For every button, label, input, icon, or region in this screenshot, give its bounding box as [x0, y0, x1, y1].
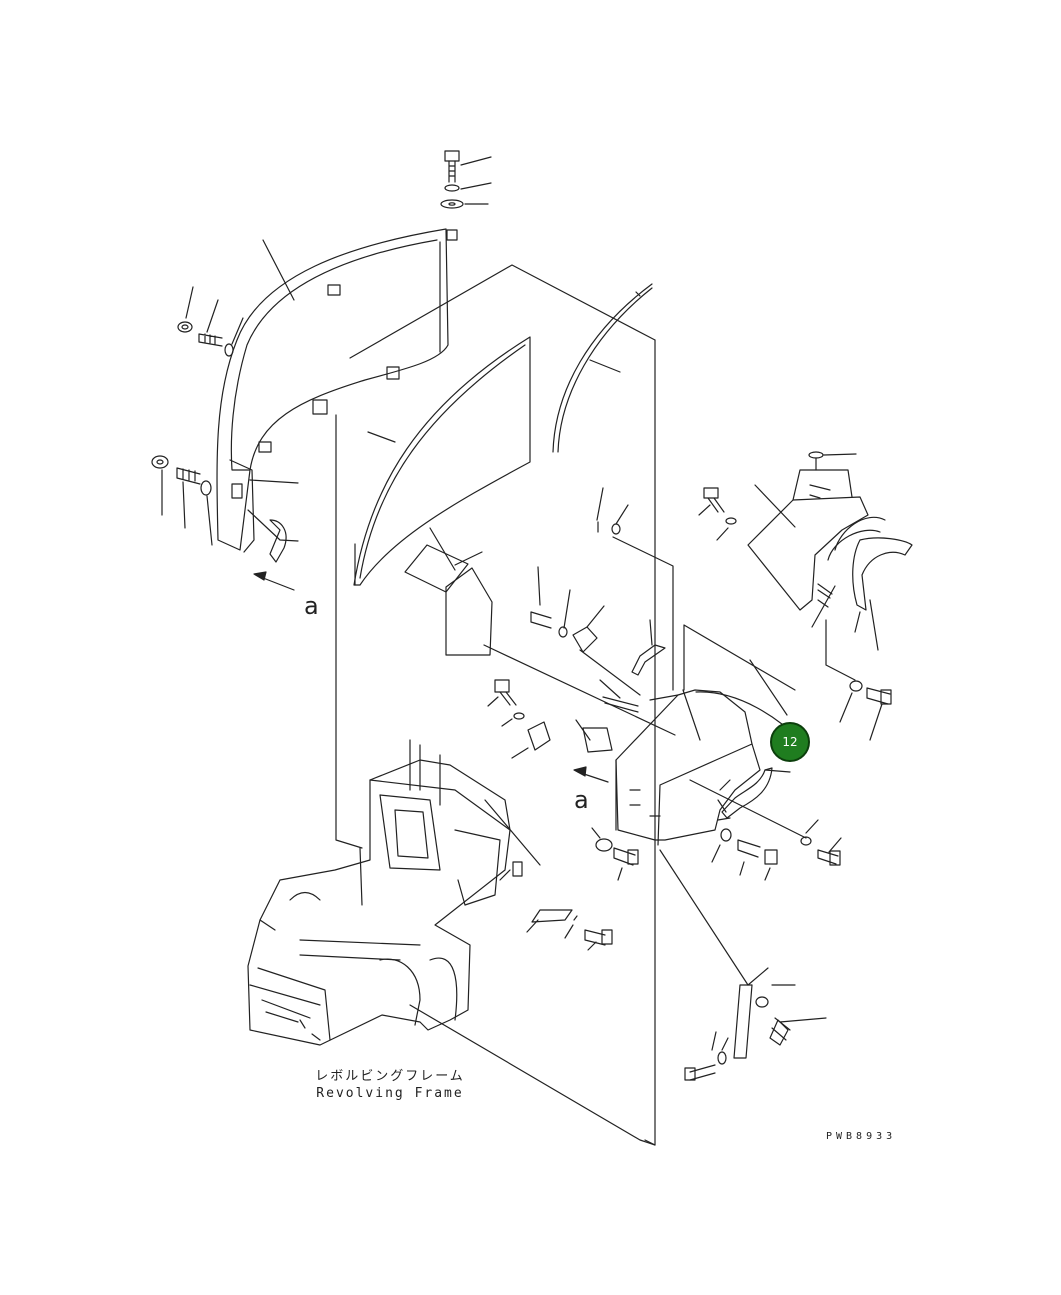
large-glass-panel	[353, 336, 531, 586]
drawing-code: PWB8933	[826, 1131, 897, 1142]
central-housing	[615, 624, 801, 846]
right-rubber-strip	[721, 767, 791, 819]
rubber-pads	[404, 527, 676, 736]
view-label-a-center: a	[574, 786, 589, 814]
lower-right-hardware	[591, 779, 842, 881]
left-hardware-lower	[151, 455, 213, 546]
revolving-frame	[247, 739, 613, 1046]
assembly-leader-lines	[335, 264, 656, 1146]
middle-hardware	[530, 487, 674, 713]
view-arrow-left-head	[253, 571, 267, 581]
frame-caption: レボルビングフレーム Revolving Frame	[300, 1068, 480, 1102]
view-arrow-center-head	[573, 766, 587, 777]
right-washer-bolt	[839, 680, 892, 741]
left-hardware-upper	[177, 286, 244, 357]
center-bolt-group	[487, 679, 613, 759]
frame-caption-en: Revolving Frame	[316, 1086, 464, 1101]
left-cover-panel	[216, 228, 449, 563]
top-bolt-stack	[440, 150, 492, 241]
frame-caption-jp: レボルビングフレーム	[315, 1069, 465, 1084]
view-label-a-left: a	[304, 592, 319, 620]
callout-12[interactable]: 12	[770, 722, 810, 762]
lower-stay-bracket	[659, 849, 827, 1081]
right-upper-hardware	[698, 487, 737, 541]
right-upper-bracket	[747, 451, 913, 681]
thin-curved-glass	[552, 283, 653, 453]
